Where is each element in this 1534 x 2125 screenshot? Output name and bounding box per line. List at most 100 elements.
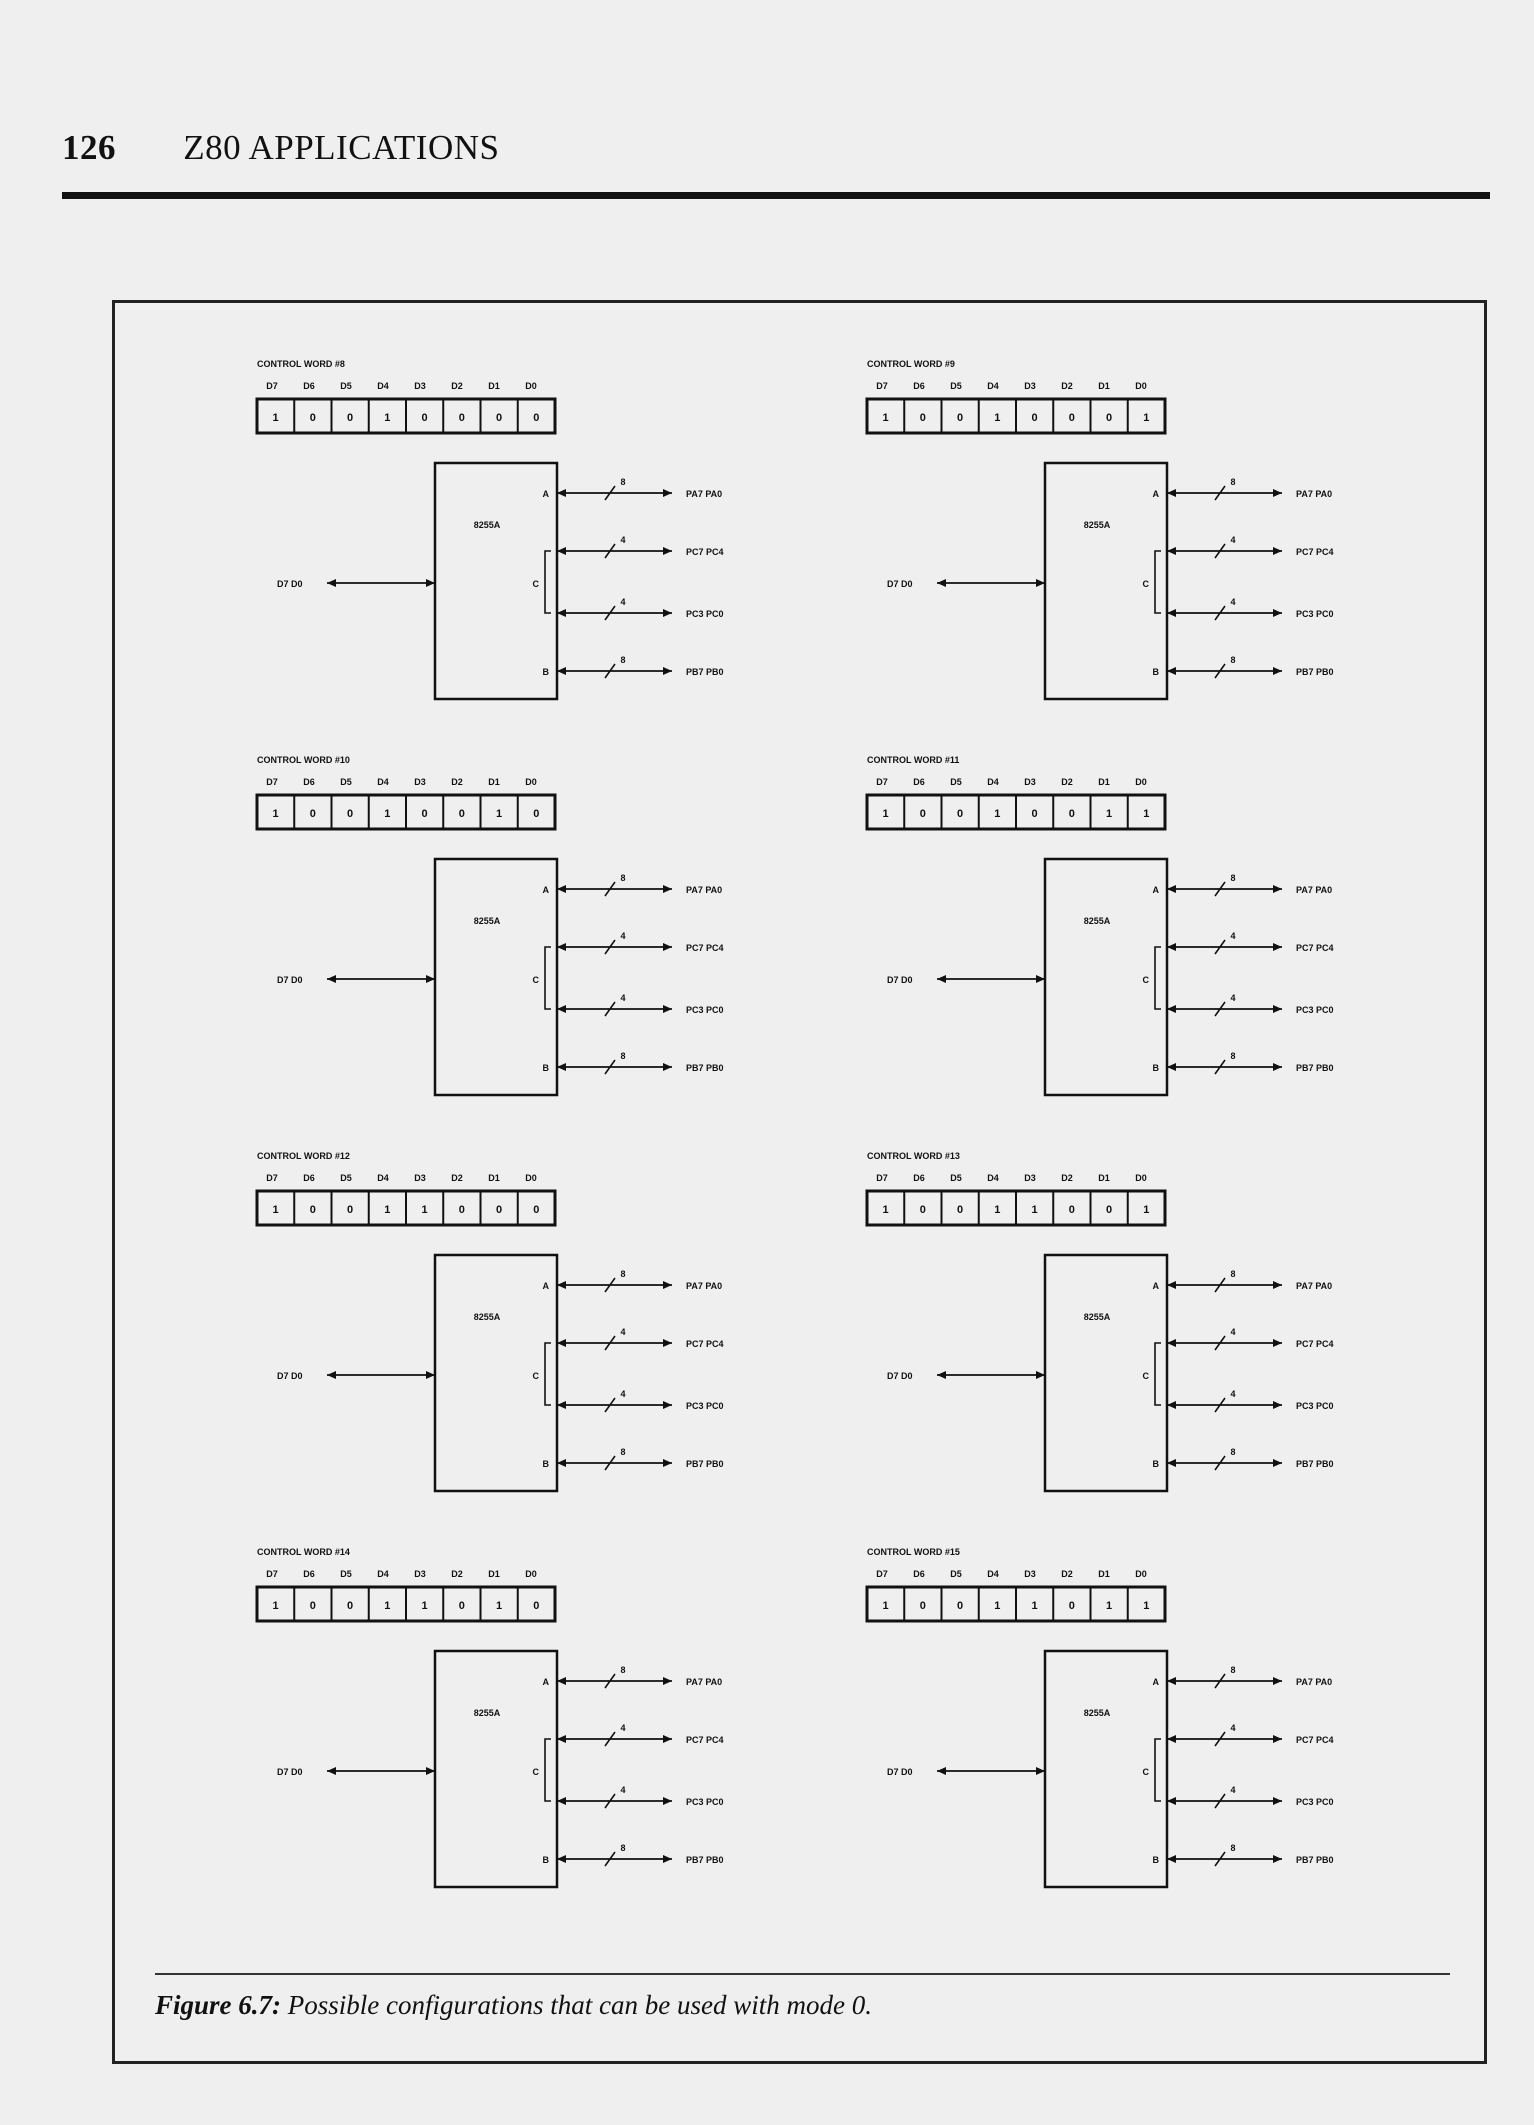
port-arrowhead bbox=[663, 885, 672, 893]
port-c-bracket bbox=[1154, 550, 1161, 614]
bit-label: D0 bbox=[525, 381, 537, 391]
port-arrowhead bbox=[1167, 885, 1176, 893]
bus-width-label: 8 bbox=[1230, 1843, 1235, 1853]
running-title: Z80 APPLICATIONS bbox=[183, 128, 500, 167]
bus-width-slash bbox=[604, 881, 616, 897]
bus-width-label: 4 bbox=[1230, 535, 1235, 545]
port-label: PC7 PC4 bbox=[686, 1339, 724, 1349]
control-bit-value: 0 bbox=[920, 1204, 926, 1216]
control-word-title: CONTROL WORD #11 bbox=[867, 755, 959, 765]
bus-width-slash bbox=[604, 1851, 616, 1867]
data-bus-arrowhead bbox=[327, 975, 336, 983]
bit-label: D1 bbox=[1098, 1173, 1110, 1183]
control-bit-value: 1 bbox=[994, 1204, 1000, 1216]
bit-label: D5 bbox=[340, 381, 352, 391]
control-bit-value: 1 bbox=[994, 808, 1000, 820]
bit-label: D5 bbox=[340, 1173, 352, 1183]
port-letter-c: C bbox=[1143, 1371, 1150, 1381]
port-label: PC7 PC4 bbox=[686, 943, 724, 953]
control-bit-value: 0 bbox=[957, 808, 963, 820]
bit-label: D4 bbox=[377, 381, 389, 391]
bus-width-slash bbox=[1214, 1277, 1226, 1293]
chip-label: 8255A bbox=[474, 1708, 501, 1718]
data-bus-arrowhead bbox=[327, 1767, 336, 1775]
port-label: PB7 PB0 bbox=[1296, 1063, 1334, 1073]
control-bit-value: 0 bbox=[533, 1600, 539, 1612]
port-arrowhead bbox=[1273, 1063, 1282, 1071]
port-label: PC3 PC0 bbox=[1296, 1005, 1334, 1015]
caption-label: Figure 6.7: bbox=[155, 1990, 282, 2020]
bus-width-slash bbox=[1214, 1001, 1226, 1017]
chip-label: 8255A bbox=[1084, 916, 1111, 926]
data-bus-arrowhead bbox=[1036, 975, 1045, 983]
bit-label: D3 bbox=[1024, 777, 1036, 787]
port-letter-c: C bbox=[533, 1767, 540, 1777]
control-bit-value: 0 bbox=[1032, 412, 1038, 424]
port-arrowhead bbox=[1167, 1063, 1176, 1071]
bus-width-label: 4 bbox=[620, 1723, 625, 1733]
bus-width-slash bbox=[1214, 1731, 1226, 1747]
port-letter-c: C bbox=[533, 1371, 540, 1381]
bus-width-slash bbox=[604, 605, 616, 621]
port-arrowhead bbox=[557, 1281, 566, 1289]
bit-label: D2 bbox=[451, 381, 463, 391]
data-bus-arrowhead bbox=[1036, 1767, 1045, 1775]
port-letter-a: A bbox=[1153, 489, 1160, 499]
chip-8255a-box bbox=[1043, 1253, 1169, 1493]
header-rule bbox=[62, 192, 1490, 199]
control-bit-value: 0 bbox=[1069, 1204, 1075, 1216]
caption-text: Possible configurations that can be used… bbox=[287, 1990, 872, 2020]
port-arrowhead bbox=[557, 609, 566, 617]
bus-width-slash bbox=[604, 1673, 616, 1689]
data-bus-label: D7 D0 bbox=[277, 975, 303, 985]
port-arrowhead bbox=[1273, 1855, 1282, 1863]
port-label: PB7 PB0 bbox=[686, 1459, 724, 1469]
bus-width-slash bbox=[1214, 485, 1226, 501]
bus-width-label: 4 bbox=[1230, 1723, 1235, 1733]
running-header: 126 Z80 APPLICATIONS bbox=[62, 128, 499, 168]
control-bit-value: 1 bbox=[384, 1204, 390, 1216]
data-bus-label: D7 D0 bbox=[277, 1767, 303, 1777]
port-label: PC3 PC0 bbox=[686, 1401, 724, 1411]
data-bus-label: D7 D0 bbox=[887, 579, 913, 589]
bit-label: D3 bbox=[414, 777, 426, 787]
port-arrowhead bbox=[663, 1797, 672, 1805]
control-bit-value: 0 bbox=[1069, 808, 1075, 820]
control-word-title: CONTROL WORD #9 bbox=[867, 359, 955, 369]
bus-width-label: 8 bbox=[620, 1269, 625, 1279]
port-arrowhead bbox=[1167, 943, 1176, 951]
data-bus-label: D7 D0 bbox=[277, 1371, 303, 1381]
port-arrowhead bbox=[1167, 609, 1176, 617]
bit-label: D7 bbox=[266, 381, 278, 391]
data-bus-arrowhead bbox=[327, 579, 336, 587]
bus-width-label: 4 bbox=[1230, 1785, 1235, 1795]
port-letter-b: B bbox=[543, 1063, 550, 1073]
control-bit-value: 0 bbox=[347, 412, 353, 424]
port-letter-c: C bbox=[1143, 579, 1150, 589]
bit-label: D5 bbox=[950, 777, 962, 787]
bit-label: D2 bbox=[451, 1569, 463, 1579]
port-arrowhead bbox=[663, 1735, 672, 1743]
data-bus-arrowhead bbox=[426, 1371, 435, 1379]
bus-width-label: 4 bbox=[620, 993, 625, 1003]
port-letter-b: B bbox=[1153, 667, 1160, 677]
port-label: PB7 PB0 bbox=[1296, 667, 1334, 677]
control-bit-value: 1 bbox=[1143, 1204, 1149, 1216]
port-c-bracket bbox=[1154, 1342, 1161, 1406]
control-bit-value: 1 bbox=[1106, 1600, 1112, 1612]
port-label: PC7 PC4 bbox=[1296, 1735, 1334, 1745]
port-label: PC3 PC0 bbox=[1296, 1401, 1334, 1411]
control-bit-value: 1 bbox=[994, 412, 1000, 424]
port-arrowhead bbox=[1273, 1797, 1282, 1805]
bus-width-label: 4 bbox=[620, 1785, 625, 1795]
port-arrowhead bbox=[663, 943, 672, 951]
port-arrowhead bbox=[663, 1005, 672, 1013]
control-bit-value: 0 bbox=[347, 1600, 353, 1612]
port-label: PC3 PC0 bbox=[686, 1797, 724, 1807]
bit-label: D0 bbox=[1135, 1569, 1147, 1579]
port-letter-a: A bbox=[1153, 1677, 1160, 1687]
page-number: 126 bbox=[62, 128, 116, 167]
bus-width-slash bbox=[1214, 1793, 1226, 1809]
